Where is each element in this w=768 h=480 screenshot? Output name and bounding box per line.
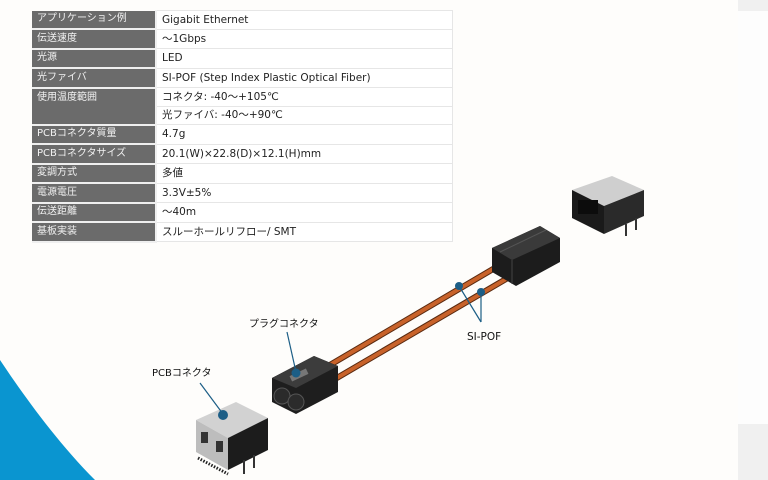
row-value: LED <box>155 48 453 69</box>
row-value: 4.7g <box>155 124 453 145</box>
top-right-panel <box>738 0 768 11</box>
row-label: 伝送距離 <box>32 202 157 223</box>
row-value: 20.1(W)×22.8(D)×12.1(H)mm <box>155 143 453 164</box>
plug-connector-label: プラグコネクタ <box>249 317 319 330</box>
table-row: 光ファイバ: -40～+90℃ <box>32 105 453 125</box>
row-label: 基板実装 <box>32 222 157 243</box>
row-label: 電源電圧 <box>32 183 157 204</box>
table-row: 光ファイバ SI-POF (Step Index Plastic Optical… <box>32 67 453 89</box>
callout-si-pof <box>455 282 485 323</box>
optical-fibers <box>315 259 521 385</box>
row-value: 3.3V±5% <box>155 182 453 203</box>
decorative-blue-swoosh <box>0 360 95 480</box>
row-value: Gigabit Ethernet <box>155 10 453 30</box>
plug-connector <box>272 356 338 414</box>
far-plug-connector <box>492 226 560 286</box>
table-row: 基板実装 スルーホールリフロー/ SMT <box>32 221 453 243</box>
callout-plug-connector <box>286 331 301 378</box>
bottom-right-panel <box>738 424 768 480</box>
table-row: アプリケーション例 Gigabit Ethernet <box>32 10 453 30</box>
row-label: アプリケーション例 <box>32 10 157 30</box>
row-label: 伝送速度 <box>32 29 157 50</box>
row-value: 多値 <box>155 163 453 184</box>
table-row: 光源 LED <box>32 48 453 69</box>
table-row: 伝送距離 ～40m <box>32 202 453 223</box>
callout-pcb-connector <box>199 382 228 420</box>
table-row: PCBコネクタ質量 4.7g <box>32 124 453 145</box>
row-label: 光ファイバ <box>32 68 157 89</box>
pcb-connector-label: PCBコネクタ <box>152 367 211 379</box>
table-row: 使用温度範囲 コネクタ: -40～+105℃ <box>32 87 453 126</box>
row-value: SI-POF (Step Index Plastic Optical Fiber… <box>155 67 453 88</box>
spec-table: アプリケーション例 Gigabit Ethernet 伝送速度 ～1Gbps 光… <box>32 10 453 243</box>
right-edge-strip <box>738 0 768 480</box>
row-label: 変調方式 <box>32 163 157 184</box>
row-value: ～40m <box>155 202 453 223</box>
pcb-connector <box>196 402 268 476</box>
row-label: 光源 <box>32 48 157 69</box>
table-row: 変調方式 多値 <box>32 163 453 184</box>
row-value: ～1Gbps <box>155 28 453 49</box>
table-row: 電源電圧 3.3V±5% <box>32 182 453 204</box>
row-label: PCBコネクタ質量 <box>32 124 157 145</box>
far-pcb-receptacle <box>572 176 644 236</box>
row-value: コネクタ: -40～+105℃ <box>155 87 453 107</box>
row-value: スルーホールリフロー/ SMT <box>155 221 453 242</box>
row-label: 使用温度範囲 <box>32 87 157 126</box>
table-row: PCBコネクタサイズ 20.1(W)×22.8(D)×12.1(H)mm <box>32 143 453 165</box>
row-label: PCBコネクタサイズ <box>32 144 157 165</box>
table-row: 伝送速度 ～1Gbps <box>32 28 453 50</box>
row-value: 光ファイバ: -40～+90℃ <box>155 105 453 125</box>
si-pof-label: SI-POF <box>467 331 501 343</box>
